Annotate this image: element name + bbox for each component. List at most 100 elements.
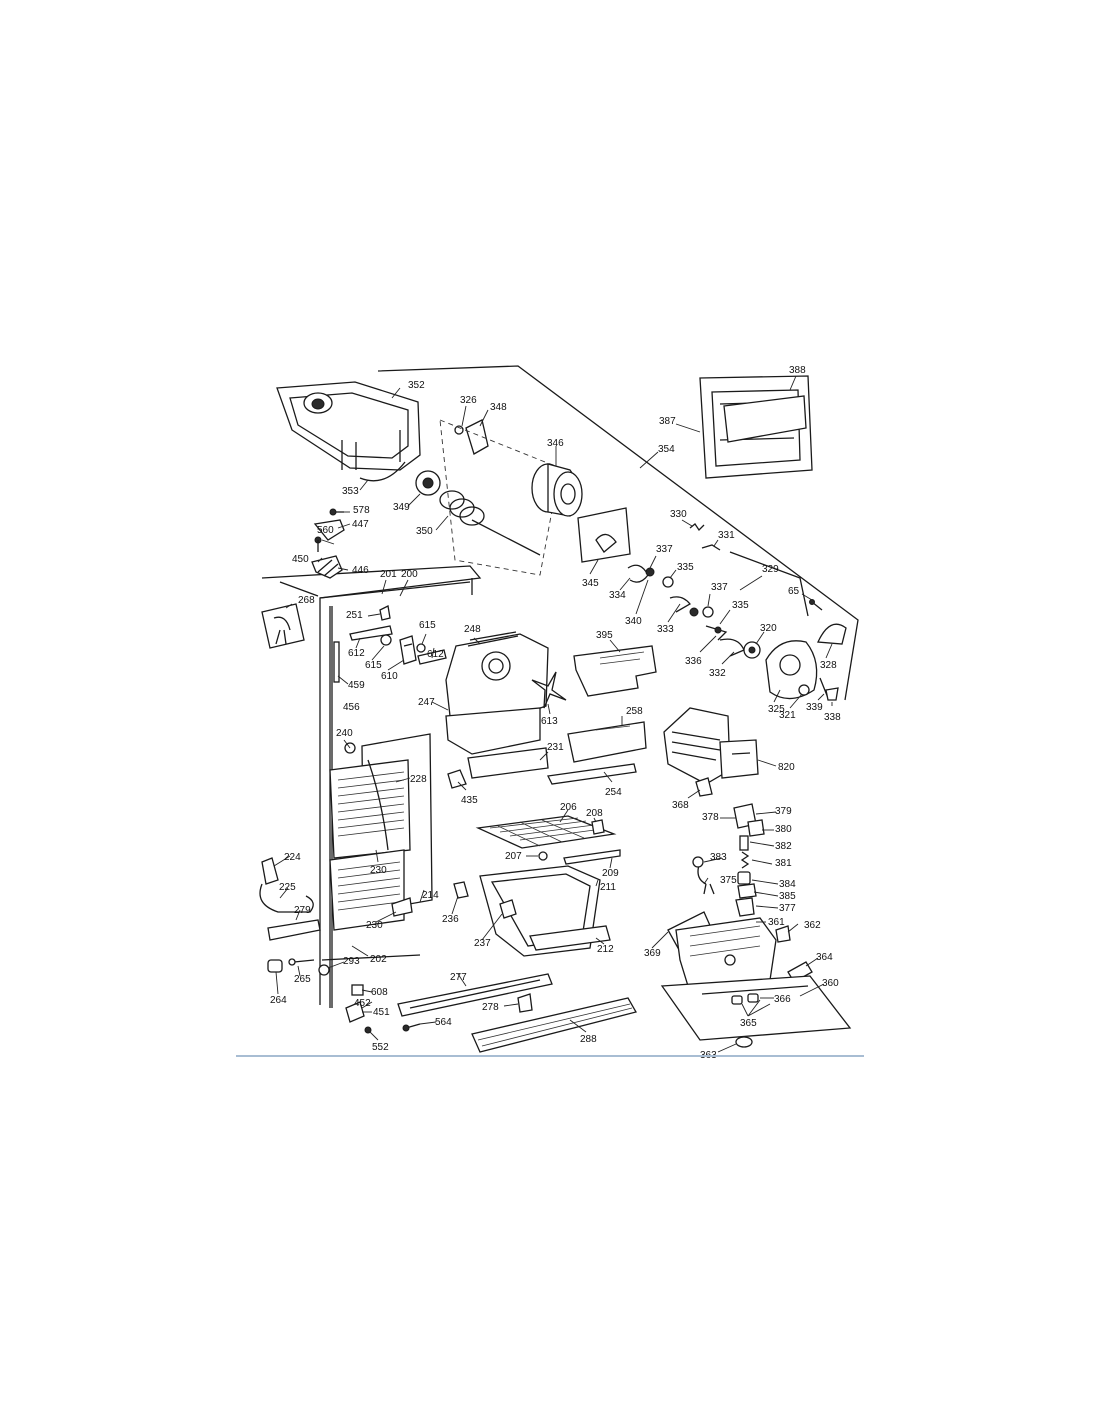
callout-label-346: 346 bbox=[547, 438, 564, 449]
callout-label-65: 65 bbox=[788, 586, 800, 597]
callout-label-268: 268 bbox=[298, 595, 315, 606]
rail-279 bbox=[267, 919, 321, 941]
callout-label-352: 352 bbox=[408, 380, 425, 391]
callout-label-208: 208 bbox=[586, 808, 603, 819]
clip-435 bbox=[447, 769, 467, 789]
callout-label-320: 320 bbox=[760, 623, 777, 634]
callout-label-265: 265 bbox=[294, 974, 311, 985]
callout-label-331: 331 bbox=[718, 530, 735, 541]
control-box-361 bbox=[667, 911, 777, 987]
auger-drum-346 bbox=[531, 463, 583, 517]
callout-label-612a: 612 bbox=[348, 648, 365, 659]
callout-label-615a: 615 bbox=[419, 620, 436, 631]
callout-label-451: 451 bbox=[373, 1007, 390, 1018]
cover-panel-395 bbox=[573, 645, 657, 697]
callout-label-231: 231 bbox=[547, 742, 564, 753]
wire-shelf-206 bbox=[475, 815, 617, 849]
callout-label-330: 330 bbox=[670, 509, 687, 520]
screw-564 bbox=[402, 1023, 421, 1032]
callout-label-278: 278 bbox=[482, 1002, 499, 1013]
callout-label-578: 578 bbox=[353, 505, 370, 516]
valve-stack bbox=[692, 803, 765, 917]
clip-608 bbox=[351, 984, 364, 996]
part-drawings bbox=[259, 365, 859, 1053]
callout-label-610: 610 bbox=[381, 671, 398, 682]
bracket-452 bbox=[345, 1001, 365, 1023]
callout-label-608: 608 bbox=[371, 987, 388, 998]
callout-label-387: 387 bbox=[659, 416, 676, 427]
fan-blade-613 bbox=[531, 671, 567, 709]
callout-label-251: 251 bbox=[346, 610, 363, 621]
clip-237 bbox=[499, 899, 517, 919]
callout-label-364: 364 bbox=[816, 952, 833, 963]
callout-label-224: 224 bbox=[284, 852, 301, 863]
callout-label-236: 236 bbox=[442, 914, 459, 925]
heater-wire-225 bbox=[259, 883, 314, 913]
callout-label-230b: 230 bbox=[366, 920, 383, 931]
callout-label-328: 328 bbox=[820, 660, 837, 671]
callout-label-200: 200 bbox=[401, 569, 418, 580]
callout-label-447: 447 bbox=[352, 519, 369, 530]
callout-label-395: 395 bbox=[596, 630, 613, 641]
callout-label-211: 211 bbox=[600, 882, 616, 893]
bracket-328 bbox=[817, 623, 847, 645]
callout-label-366: 366 bbox=[774, 994, 791, 1005]
callout-label-332: 332 bbox=[709, 668, 726, 679]
trim-209 bbox=[563, 849, 621, 865]
callout-label-247: 247 bbox=[418, 697, 435, 708]
callout-label-228: 228 bbox=[410, 774, 427, 785]
callout-label-353: 353 bbox=[342, 486, 359, 497]
callout-label-379: 379 bbox=[775, 806, 792, 817]
callout-label-612b: 612 bbox=[427, 649, 444, 660]
callout-label-338: 338 bbox=[824, 712, 841, 723]
callout-label-214: 214 bbox=[422, 890, 439, 901]
callout-label-321: 321 bbox=[779, 710, 796, 721]
rail-254 bbox=[547, 763, 637, 785]
thermostat-inset-268 bbox=[261, 603, 305, 649]
foot-363 bbox=[735, 1036, 753, 1048]
callout-label-615b: 615 bbox=[365, 660, 382, 671]
callout-label-365: 365 bbox=[740, 1018, 757, 1029]
callout-label-202: 202 bbox=[370, 954, 387, 965]
motor-assembly-325 bbox=[743, 640, 839, 701]
callout-label-349: 349 bbox=[393, 502, 410, 513]
callout-label-350: 350 bbox=[416, 526, 433, 537]
callout-label-264: 264 bbox=[270, 995, 287, 1006]
callout-label-381: 381 bbox=[775, 858, 792, 869]
callout-label-209: 209 bbox=[602, 868, 619, 879]
callout-label-336: 336 bbox=[685, 656, 702, 667]
heater-224 bbox=[261, 857, 279, 885]
plate-348 bbox=[465, 419, 489, 455]
callout-label-450: 450 bbox=[292, 554, 309, 565]
callout-label-337a: 337 bbox=[656, 544, 673, 555]
callout-label-446: 446 bbox=[352, 565, 369, 576]
callout-label-240: 240 bbox=[336, 728, 353, 739]
clip-278 bbox=[517, 993, 533, 1013]
leader-lines bbox=[273, 375, 833, 1053]
dispenser-door-388 bbox=[723, 395, 807, 443]
ice-maker-820 bbox=[663, 707, 759, 785]
callout-label-339: 339 bbox=[806, 702, 823, 713]
clip-208 bbox=[591, 819, 605, 835]
callout-label-375: 375 bbox=[720, 875, 737, 886]
callout-label-360: 360 bbox=[822, 978, 839, 989]
mounting-plate-345 bbox=[577, 507, 631, 563]
callout-label-820: 820 bbox=[778, 762, 795, 773]
callout-label-435: 435 bbox=[461, 795, 478, 806]
control-bracket-cluster bbox=[349, 605, 447, 665]
callout-label-212: 212 bbox=[597, 944, 614, 955]
callout-label-564: 564 bbox=[435, 1017, 452, 1028]
callout-label-560: 560 bbox=[317, 525, 334, 536]
callout-label-293: 293 bbox=[343, 956, 360, 967]
slide-rail-277 bbox=[397, 973, 553, 1017]
callout-label-459: 459 bbox=[348, 680, 365, 691]
screw-552 bbox=[364, 1026, 372, 1034]
callout-label-362: 362 bbox=[804, 920, 821, 931]
drive-gear-349 bbox=[415, 470, 441, 496]
feet-365 bbox=[731, 993, 759, 1005]
screw-65 bbox=[809, 599, 823, 611]
clip-236 bbox=[453, 881, 469, 899]
callout-label-552: 552 bbox=[372, 1042, 389, 1053]
callout-label-337b: 337 bbox=[711, 582, 728, 593]
callout-label-335a: 335 bbox=[677, 562, 694, 573]
